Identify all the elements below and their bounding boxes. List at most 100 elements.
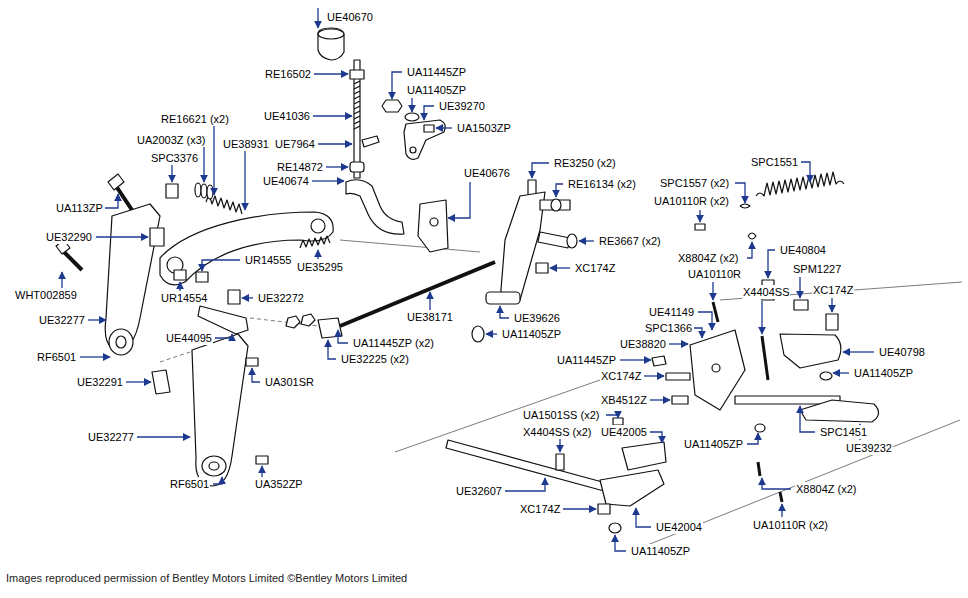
bolt: [598, 504, 610, 514]
construction-line: [720, 282, 962, 300]
callout-number: XC174Z: [812, 283, 854, 297]
leader-line: [105, 194, 118, 208]
bushing: [202, 456, 226, 476]
leader-line: [126, 381, 151, 382]
callout-number: UA1501SS (x2): [522, 408, 600, 422]
pin: [762, 336, 768, 380]
callout-number: UE39270: [438, 99, 486, 113]
bushing: [311, 219, 325, 233]
leader-line: [429, 292, 430, 310]
leader-line: [833, 372, 849, 373]
callout-number: RE3250 (x2): [553, 156, 617, 170]
callout-number: UR14555: [244, 253, 292, 267]
bushing: [174, 270, 186, 280]
leader-line: [831, 298, 832, 312]
callout-number: UA11405ZP: [683, 437, 744, 451]
pin: [713, 302, 718, 322]
washer: [472, 326, 484, 342]
bracket-plate: [418, 200, 448, 252]
callout-number: UE39626: [513, 311, 561, 325]
bracket: [105, 204, 160, 350]
callout-number: SPC3376: [150, 151, 199, 165]
leader-line: [137, 436, 190, 437]
leader-line: [61, 272, 62, 288]
callout-number: UE32277: [38, 313, 86, 327]
construction-line: [340, 240, 480, 252]
thread: [354, 81, 360, 129]
leader-line: [650, 432, 662, 443]
callout-number: UA11445ZP: [556, 353, 617, 367]
bolt-shaft: [62, 250, 82, 270]
parts: [56, 28, 879, 533]
callout-number: UE38820: [619, 337, 667, 351]
callout-number: UE32607: [455, 484, 503, 498]
washer: [201, 184, 207, 198]
nut: [301, 314, 315, 326]
leader-line: [532, 163, 549, 178]
leader-line: [698, 312, 712, 330]
washer: [820, 372, 832, 380]
bracket: [622, 442, 666, 470]
leader-line: [550, 267, 570, 268]
callout-number: SPC1557 (x2): [659, 176, 730, 190]
clip: [695, 224, 705, 230]
leader-line: [606, 415, 618, 418]
callout-number: RE16134 (x2): [567, 177, 637, 191]
washer: [195, 183, 201, 197]
leader-line: [202, 260, 240, 271]
callout-number: RF6501: [36, 350, 77, 364]
leader-line: [563, 508, 596, 509]
callout-number: UE40798: [878, 345, 926, 359]
bracket: [192, 334, 248, 486]
nut: [382, 100, 402, 112]
centre-line: [160, 352, 190, 362]
callout-number: SPM1227: [792, 262, 842, 276]
leader-line: [712, 282, 713, 300]
callout-number: XB4512Z: [600, 393, 648, 407]
callout-number: SPC1451: [819, 425, 868, 439]
callout-number: UA301SR: [264, 375, 315, 389]
leader-lines: [62, 8, 874, 551]
bushing-bore: [116, 336, 126, 348]
leader-line: [338, 330, 348, 343]
callout-number: X4404SS (x2): [522, 425, 592, 439]
leader-line: [328, 340, 336, 359]
nut: [286, 316, 300, 328]
callout-number: UA11445ZP: [406, 65, 467, 79]
callout-number: UA2003Z (x3): [136, 133, 206, 147]
callout-number: UE40804: [779, 243, 827, 257]
spring: [756, 172, 844, 196]
bolt: [424, 125, 434, 132]
leader-line: [213, 126, 214, 195]
bolt-head: [108, 174, 124, 190]
leader-line: [392, 72, 402, 99]
hole: [712, 364, 720, 372]
bolt: [613, 418, 623, 425]
shaft: [538, 232, 570, 248]
bushing: [150, 228, 164, 246]
bellcrank: [780, 334, 841, 368]
bushing: [166, 184, 178, 198]
callout-number: XC174Z: [574, 261, 616, 275]
callout-number: RF6501: [169, 477, 210, 491]
hole: [410, 147, 416, 153]
callout-number: SPC1551: [750, 155, 799, 169]
leader-line: [313, 115, 352, 116]
callout-number: UA1503ZP: [456, 121, 512, 135]
pin: [556, 454, 564, 470]
callout-number: UE44095: [165, 331, 213, 345]
washer: [551, 199, 561, 211]
callout-number: UA11445ZP (x2): [352, 336, 435, 350]
callout-number: XC174Z: [600, 369, 642, 383]
callout-number: UE32291: [76, 375, 124, 389]
leader-line: [781, 504, 782, 517]
callout-number: RE16621 (x2): [160, 112, 230, 126]
leader-line: [747, 242, 752, 258]
pin: [152, 370, 170, 394]
leader-line: [179, 282, 180, 291]
hole: [430, 218, 438, 226]
leader-line: [694, 328, 702, 338]
clip: [748, 233, 756, 239]
callout-number: UE38171: [406, 310, 454, 324]
